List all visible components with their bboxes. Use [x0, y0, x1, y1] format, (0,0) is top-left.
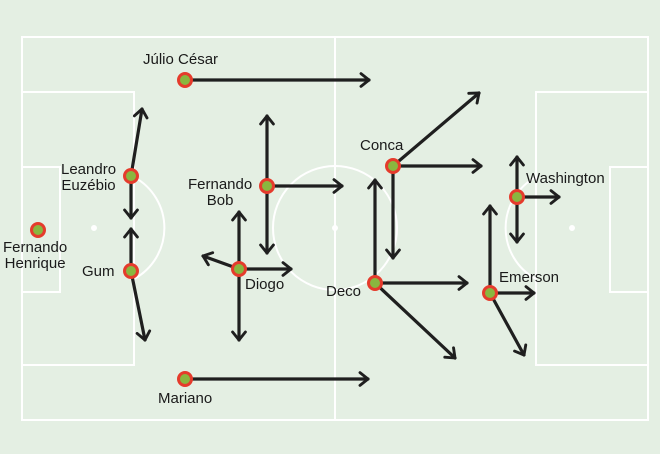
left-penalty-arc — [133, 176, 166, 280]
marker-fernando-henrique — [30, 222, 46, 238]
player-name: Washington — [526, 170, 605, 187]
marker-deco — [367, 275, 383, 291]
player-name: Deco — [326, 283, 362, 300]
marker-julio-cesar — [177, 72, 193, 88]
player-name-line1: Leandro — [61, 161, 117, 178]
player-markers — [30, 72, 525, 387]
player-name-line2: Bob — [206, 192, 234, 209]
arrow-conca-diagonal — [391, 91, 481, 168]
arrow-deco-diagonal — [373, 281, 457, 360]
label-diogo: Diogo — [245, 277, 284, 293]
left-penalty-spot — [91, 225, 97, 231]
player-name: Conca — [360, 137, 404, 154]
marker-washington — [509, 189, 525, 205]
pitch-markings — [21, 36, 649, 421]
label-julio-cesar: Júlio César — [143, 52, 218, 68]
player-name: Gum — [82, 263, 115, 280]
player-name: Diogo — [245, 276, 285, 293]
center-spot — [332, 225, 338, 231]
player-name-line1: Fernando — [188, 176, 253, 193]
movement-arrows — [123, 72, 561, 387]
player-name: Emerson — [499, 269, 560, 286]
player-name-line2: Euzébio — [61, 177, 116, 194]
marker-diogo — [231, 261, 247, 277]
arrow-gum-down — [129, 269, 152, 342]
marker-emerson — [482, 285, 498, 301]
label-gum: Gum — [82, 264, 115, 280]
arrow-emerson-diagonal — [488, 291, 528, 357]
center-circle — [272, 165, 398, 291]
marker-gum — [123, 263, 139, 279]
label-deco: Deco — [326, 284, 361, 300]
marker-leandro-euzebio — [123, 168, 139, 184]
left-goal-area — [21, 166, 61, 293]
right-penalty-spot — [569, 225, 575, 231]
label-fernando-henrique: Fernando Henrique — [3, 240, 67, 272]
player-name: Júlio César — [143, 51, 219, 68]
label-washington: Washington — [526, 171, 605, 187]
marker-fernando-bob — [259, 178, 275, 194]
right-penalty-arc — [504, 176, 537, 280]
player-name-line2: Henrique — [4, 255, 66, 272]
label-emerson: Emerson — [499, 270, 559, 286]
right-penalty-area — [535, 91, 649, 366]
right-goal-area — [609, 166, 649, 293]
player-name-line1: Fernando — [3, 239, 68, 256]
label-fernando-bob: Fernando Bob — [188, 177, 252, 209]
label-conca: Conca — [360, 138, 403, 154]
marker-mariano — [177, 371, 193, 387]
marker-conca — [385, 158, 401, 174]
label-mariano: Mariano — [158, 391, 212, 407]
player-name: Mariano — [158, 390, 213, 407]
arrow-leandro-up — [129, 107, 149, 178]
label-leandro-euzebio: Leandro Euzébio — [61, 162, 116, 194]
